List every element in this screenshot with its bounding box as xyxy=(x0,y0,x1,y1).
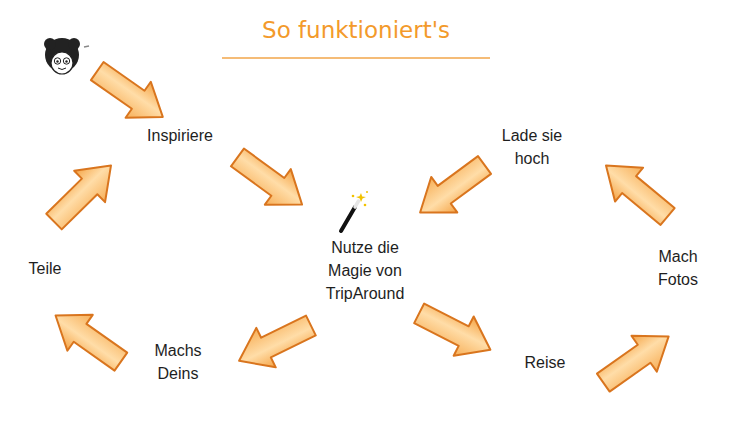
flow-arrow xyxy=(229,306,320,381)
step-label: Inspiriere xyxy=(147,124,213,147)
step-text: Lade sie hoch xyxy=(497,124,567,170)
step-label: Reise xyxy=(525,351,566,374)
step-text: Machs Deins xyxy=(149,339,207,385)
step-text: Inspiriere xyxy=(147,124,213,147)
step-text: Reise xyxy=(525,351,566,374)
diagram-title: So funktioniert's xyxy=(0,13,712,47)
flow-arrow xyxy=(407,147,498,230)
start-arrow xyxy=(85,53,176,135)
step-label: Lade sie hoch xyxy=(497,124,567,170)
magic-wand xyxy=(341,191,368,231)
step-text: Mach Fotos xyxy=(653,245,703,291)
flow-arrow xyxy=(224,140,315,223)
flow-arrow xyxy=(409,294,500,370)
flow-arrow xyxy=(43,298,134,380)
title-underline xyxy=(222,57,490,59)
step-text: Nutze die Magie von TripAround xyxy=(315,236,415,305)
step-label: Machs Deins xyxy=(149,339,207,385)
step-label: Nutze die Magie von TripAround xyxy=(315,236,415,305)
step-label: Teile xyxy=(29,257,62,280)
flow-arrow xyxy=(591,318,682,400)
flow-arrow xyxy=(592,149,682,234)
step-text: Teile xyxy=(29,257,62,280)
girl-icon xyxy=(44,38,89,74)
flow-arrow xyxy=(39,150,127,237)
step-label: Mach Fotos xyxy=(653,245,703,291)
